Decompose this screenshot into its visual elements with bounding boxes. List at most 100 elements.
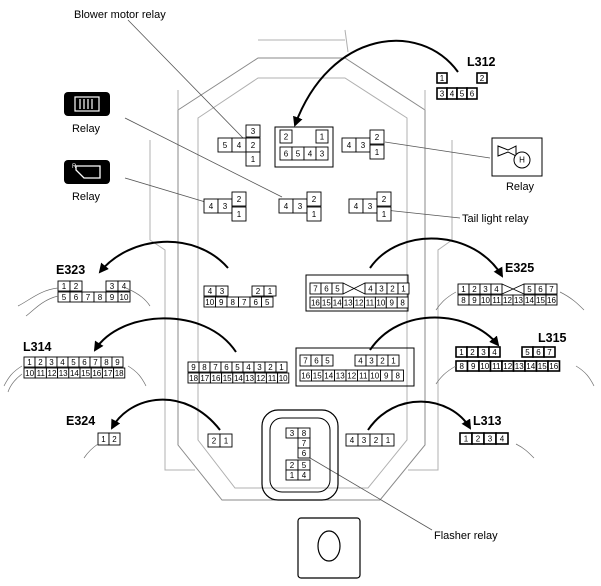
svg-text:5: 5 — [335, 285, 340, 294]
e325-pin: 7 — [545, 283, 558, 295]
svg-text:1: 1 — [224, 437, 229, 446]
blower-relay-pin: 5 — [217, 137, 233, 153]
svg-text:9: 9 — [191, 363, 196, 372]
svg-text:2: 2 — [38, 358, 43, 367]
svg-text:17: 17 — [200, 374, 209, 383]
center-four-pin: 4 — [345, 433, 359, 447]
svg-text:15: 15 — [223, 374, 232, 383]
svg-text:3: 3 — [320, 150, 325, 159]
center-four-pin: 2 — [369, 433, 383, 447]
center-two-pin: 1 — [219, 433, 233, 448]
center-lower-right-pin: 10 — [368, 369, 381, 382]
svg-text:2: 2 — [256, 287, 261, 296]
l315-pin: 13 — [512, 360, 526, 372]
svg-text:8: 8 — [231, 298, 236, 307]
svg-text:4: 4 — [246, 363, 251, 372]
svg-text:18: 18 — [189, 374, 198, 383]
code-l313: L313 — [473, 414, 502, 428]
e325-pin: 11 — [490, 294, 503, 306]
svg-text:15: 15 — [81, 369, 90, 378]
l313-pin: 4 — [495, 432, 509, 445]
svg-text:1: 1 — [237, 210, 242, 219]
center-lower-right-frame — [295, 347, 415, 387]
center-lower-right-pin: 16 — [299, 369, 312, 382]
svg-text:13: 13 — [245, 374, 254, 383]
center-lower-right-pin: 8 — [391, 369, 404, 382]
l313-pin: 1 — [459, 432, 473, 445]
relay-block-housing — [149, 29, 453, 501]
center-lower-right-pin: 2 — [376, 354, 389, 367]
center-lower-left-pin: 2 — [264, 361, 277, 373]
l315-pin: 3 — [477, 346, 490, 358]
e323-pin: 10 — [117, 291, 131, 303]
center-lower-left-pin: 16 — [209, 372, 223, 384]
mirror-heater-icon: R — [64, 160, 110, 184]
svg-text:6: 6 — [254, 298, 259, 307]
svg-text:11: 11 — [268, 374, 277, 383]
svg-text:12: 12 — [256, 374, 265, 383]
horn-relay-pin: 4 — [341, 137, 357, 153]
svg-text:6: 6 — [470, 90, 475, 99]
svg-text:6: 6 — [538, 285, 543, 294]
center-four-pin: 3 — [357, 433, 371, 447]
horn-relay-pin: 2 — [369, 129, 385, 145]
blower-relay-pin: 2 — [245, 137, 261, 153]
svg-text:1: 1 — [459, 348, 464, 357]
l314-pin: 18 — [113, 367, 126, 379]
mirror-relay-pin: 3 — [217, 198, 233, 214]
svg-text:8: 8 — [460, 362, 465, 371]
svg-text:5: 5 — [302, 461, 307, 470]
center-relay-pin: 3 — [315, 146, 329, 161]
center-lower-right-pin: 5 — [321, 354, 334, 367]
svg-text:11: 11 — [359, 372, 368, 381]
svg-text:2: 2 — [237, 195, 242, 204]
svg-text:2: 2 — [476, 435, 481, 444]
svg-text:1: 1 — [461, 285, 466, 294]
l314-pin: 12 — [45, 367, 59, 379]
svg-text:1: 1 — [62, 282, 67, 291]
svg-text:8: 8 — [400, 299, 405, 308]
svg-text:10: 10 — [376, 299, 385, 308]
svg-text:1: 1 — [268, 287, 273, 296]
l314-pin: 11 — [34, 367, 47, 379]
svg-text:17: 17 — [104, 369, 113, 378]
svg-text:1: 1 — [375, 148, 380, 157]
l315-pin: 15 — [535, 360, 549, 372]
e323-pin: 8 — [93, 291, 107, 303]
horn-relay-pin: 1 — [369, 144, 385, 160]
svg-text:5: 5 — [527, 285, 532, 294]
center-right-pin: 6 — [320, 282, 333, 295]
center-lower-right-pin: 15 — [311, 369, 324, 382]
svg-text:1: 1 — [101, 435, 106, 444]
l315-pin: 16 — [547, 360, 561, 372]
svg-text:15: 15 — [538, 362, 547, 371]
blower-relay-pin: 3 — [245, 124, 261, 138]
center-left-pin: 8 — [226, 296, 239, 308]
center-left-pin: 4 — [203, 285, 217, 297]
e325-pin: 8 — [457, 294, 470, 306]
leader-lines — [124, 19, 491, 531]
svg-text:7: 7 — [302, 439, 307, 448]
svg-text:4: 4 — [354, 202, 359, 211]
svg-text:14: 14 — [324, 372, 333, 381]
center-lower-left-pin: 7 — [209, 361, 222, 373]
center-right-pin: 7 — [309, 282, 322, 295]
l314-pin: 2 — [34, 356, 47, 368]
svg-text:2: 2 — [290, 461, 295, 470]
flasher-relay-frame — [261, 409, 339, 501]
code-e323: E323 — [56, 263, 85, 277]
svg-text:9: 9 — [472, 296, 477, 305]
svg-text:7: 7 — [303, 357, 308, 366]
l315-pin: 7 — [543, 346, 556, 358]
svg-text:2: 2 — [382, 195, 387, 204]
horn-icon: H — [491, 137, 543, 177]
svg-text:18: 18 — [115, 369, 124, 378]
svg-text:12: 12 — [355, 299, 364, 308]
svg-text:2: 2 — [268, 363, 273, 372]
svg-text:16: 16 — [301, 372, 310, 381]
svg-text:3: 3 — [298, 202, 303, 211]
horn-relay-pin: 3 — [355, 137, 371, 153]
e325-pin: 5 — [523, 283, 536, 295]
svg-text:9: 9 — [384, 372, 389, 381]
